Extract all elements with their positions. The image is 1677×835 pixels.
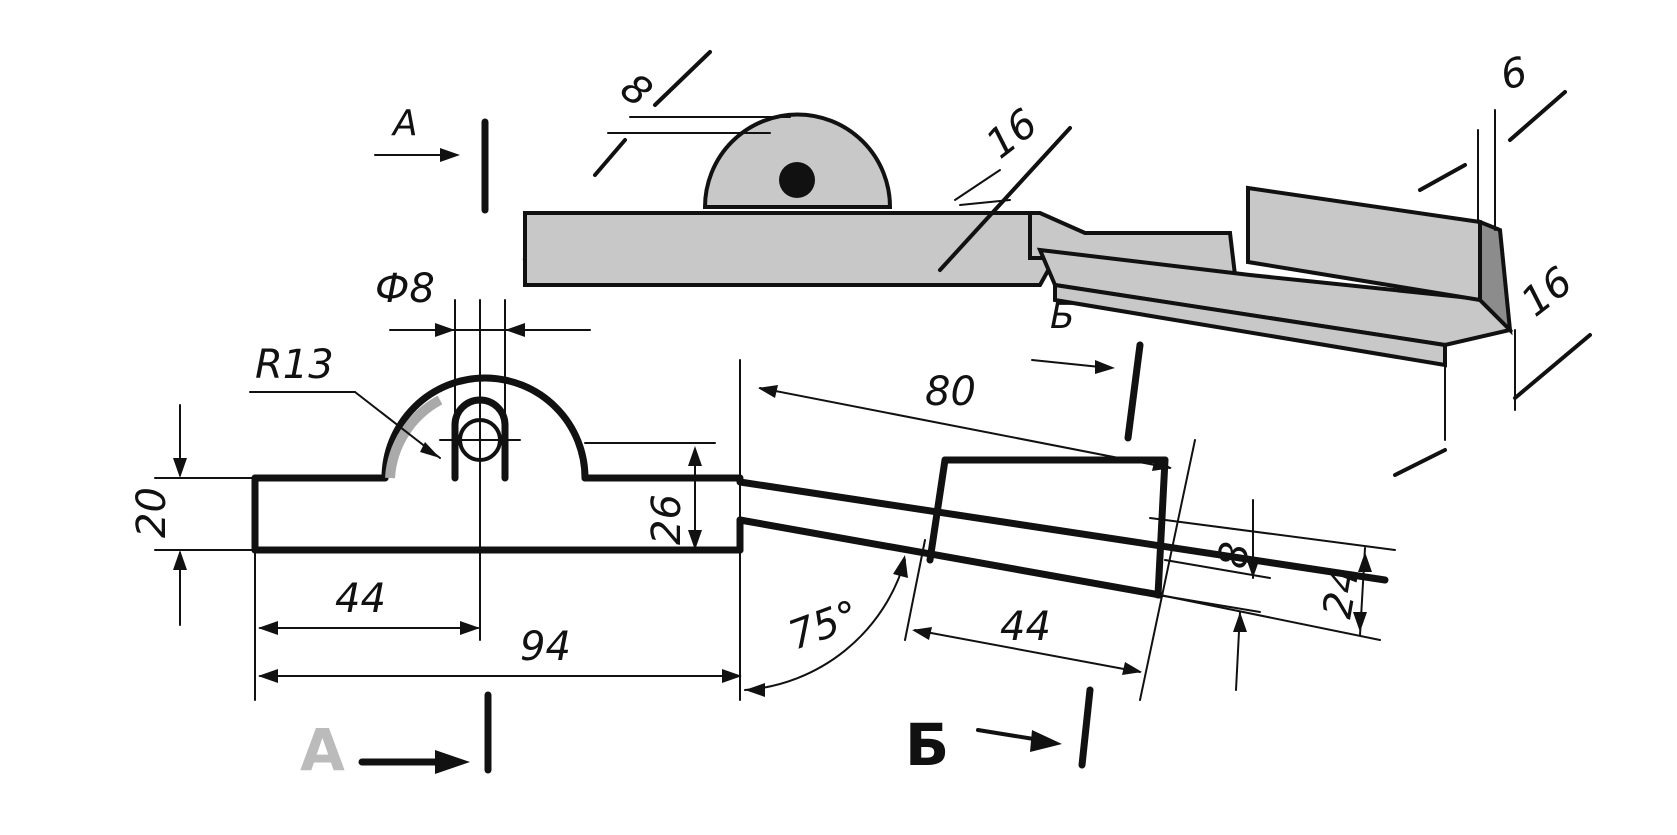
section-marker-a-top: А (374, 103, 489, 214)
dim-iso-6: 6 (1496, 49, 1532, 100)
dim-radius: R13 (255, 342, 334, 388)
section-label-b-bottom: Б (905, 711, 949, 779)
dim-width-24: 24 (1315, 564, 1369, 622)
dim-len-44-left: 44 (335, 576, 386, 622)
section-label-a-top: А (391, 103, 418, 144)
dim-diameter: Ф8 (375, 266, 435, 312)
section-marker-b-bottom: Б (905, 686, 1094, 779)
dim-width-8: 8 (1210, 539, 1260, 572)
dim-len-44-right: 44 (1000, 604, 1051, 650)
dim-len-94: 94 (520, 624, 571, 670)
dim-height-26: 26 (644, 494, 690, 545)
dim-iso-8: 8 (612, 65, 660, 117)
dim-len-80: 80 (925, 369, 976, 415)
front-view-left: Ф8 R13 20 26 44 94 (129, 266, 744, 701)
iso-block-front (523, 211, 1059, 287)
inclined-view: 80 75° 44 8 24 (736, 359, 1396, 701)
section-label-a-bottom: А (300, 716, 345, 784)
iso-hole (779, 162, 815, 198)
dim-iso-16-mid: 16 (978, 100, 1046, 168)
dim-angle-75: 75° (783, 592, 865, 659)
dim-iso-16-right: 16 (1513, 258, 1581, 326)
section-marker-a-bottom: А (300, 691, 492, 784)
section-marker-b-top: Б (1031, 296, 1144, 442)
iso-disc-boss (702, 112, 893, 209)
isometric-view: 8 16 6 16 (522, 49, 1592, 477)
iso-end-lug-side (1478, 219, 1513, 336)
dim-height-20: 20 (129, 487, 175, 538)
section-label-b-top: Б (1050, 296, 1075, 337)
